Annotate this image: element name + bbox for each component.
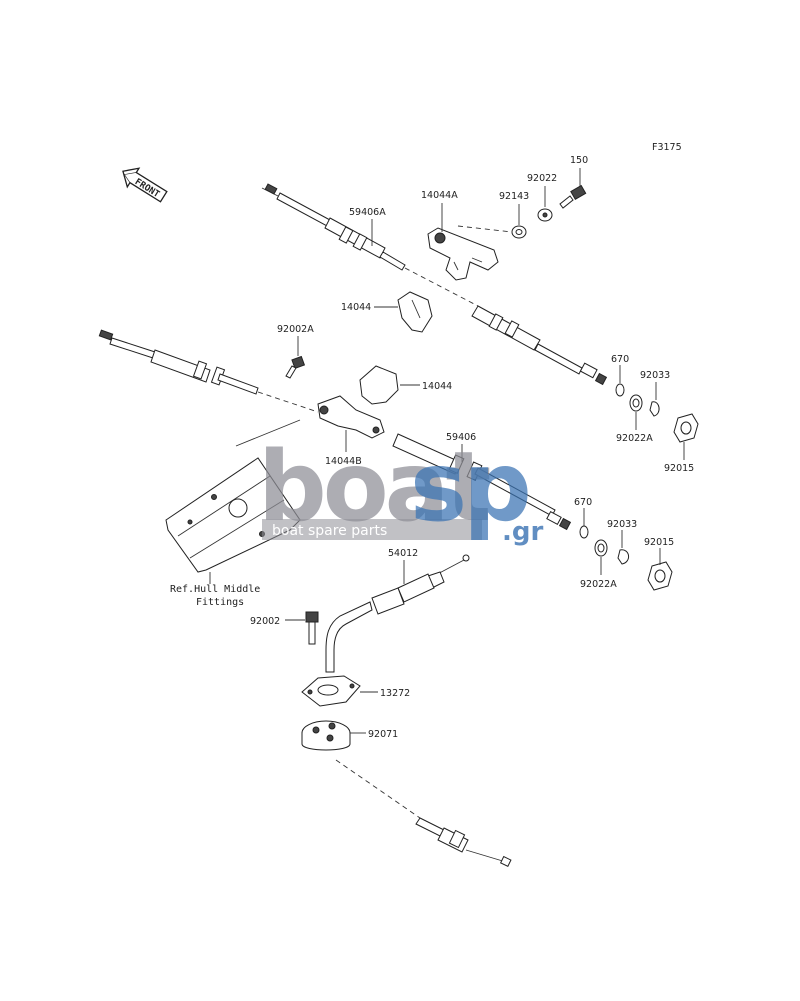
ref-note-line1: Ref.Hull Middle [170,584,260,595]
label-14044B: 14044B [325,456,362,467]
label-92033-upper: 92033 [640,370,670,381]
label-92002A: 92002A [277,324,314,335]
cable-59406A [261,183,608,386]
bolt-150 [559,184,587,209]
label-92015-upper: 92015 [664,463,694,474]
washer-92022A-lower [594,539,608,557]
front-arrow-icon: FRONT [122,167,168,203]
bolt-92002A [285,355,306,379]
watermark-brand-grey: boat [258,431,489,543]
bracket-14044B [317,395,385,439]
plate-13272 [301,675,361,707]
ref-note-line2: Fittings [196,597,244,608]
label-92015-lower: 92015 [644,537,674,548]
ring-670-lower [579,525,589,539]
label-92143: 92143 [499,191,529,202]
cable-59406 [98,329,572,531]
label-670-lower: 670 [574,497,592,508]
lockwasher-92033-lower [617,549,629,565]
label-54012: 54012 [388,548,418,559]
figure-code: F3175 [652,142,682,153]
clamp-14044-upper [397,291,433,333]
label-14044-lower: 14044 [422,381,452,392]
bolt-92002 [305,611,319,645]
label-14044A: 14044A [421,190,458,201]
hull-middle-fittings [165,419,301,584]
watermark-brand-blue: sp [410,431,528,543]
nut-92015-upper [673,413,699,443]
watermark-logo: boat sp .gr boat spare parts [258,431,543,547]
label-670-upper: 670 [611,354,629,365]
label-92022: 92022 [527,173,557,184]
clamp-14044-lower [359,365,399,405]
nut-92015-lower [647,561,673,591]
label-92022A-lower: 92022A [580,579,617,590]
collar-92143 [511,225,527,239]
cable-54012 [325,554,470,673]
washer-92022A-upper [629,394,643,412]
label-150: 150 [570,155,588,166]
label-92033-lower: 92033 [607,519,637,530]
watermark-suffix: .gr [502,517,543,547]
label-92022A-upper: 92022A [616,433,653,444]
label-14044-upper: 14044 [341,302,371,313]
grommet-92071 [301,720,351,751]
lockwasher-92033-upper [649,401,660,417]
label-92071: 92071 [368,729,398,740]
label-59406: 59406 [446,432,476,443]
cable-54012-end [415,817,512,868]
ring-670-upper [615,383,625,397]
watermark-tagline: boat spare parts [272,523,387,539]
washer-92022 [537,208,553,222]
label-59406A: 59406A [349,207,386,218]
bracket-14044A [427,227,499,281]
label-92002: 92002 [250,616,280,627]
label-13272: 13272 [380,688,410,699]
